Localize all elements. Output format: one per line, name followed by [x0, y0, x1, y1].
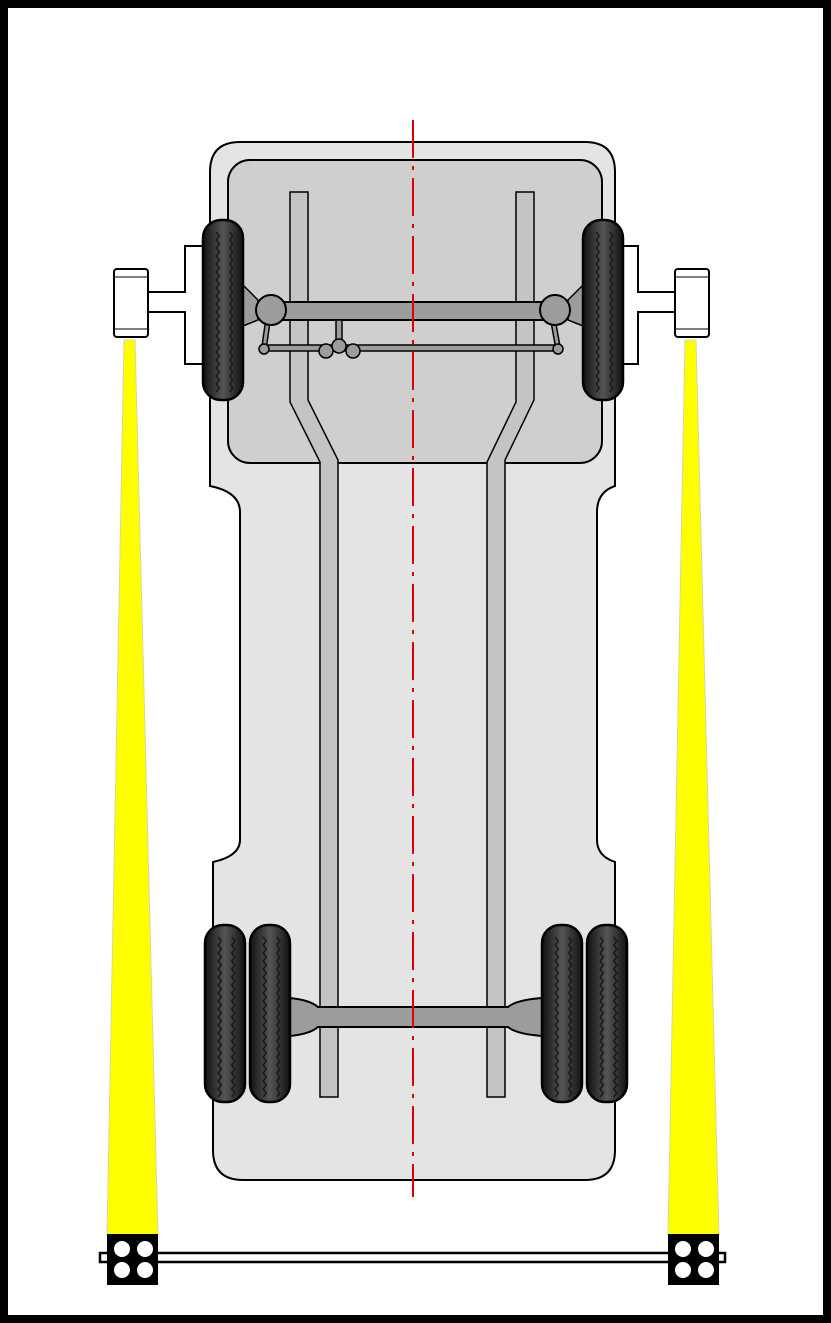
- right-target: [668, 1234, 719, 1285]
- front-right-tire: [581, 218, 625, 402]
- left-frame-rail: [289, 191, 339, 1098]
- tie-rod-joint: [552, 343, 564, 355]
- right-frame-rail: [486, 191, 535, 1098]
- rear-left-outer-tire: [203, 923, 247, 1104]
- target-bar: [98, 1251, 727, 1264]
- tie-rod: [263, 344, 561, 352]
- left-target: [107, 1234, 158, 1285]
- right-laser-head: [623, 245, 710, 365]
- right-kingpin: [539, 294, 571, 326]
- idler-joint: [345, 343, 361, 359]
- rear-left-inner-tire: [248, 923, 292, 1104]
- idler-joint: [331, 338, 347, 354]
- left-laser-head: [113, 245, 203, 365]
- rear-right-outer-tire: [585, 923, 629, 1104]
- front-left-tire: [201, 218, 245, 402]
- rear-right-inner-tire: [540, 923, 584, 1104]
- idler-joint: [318, 343, 334, 359]
- tie-rod-joint: [258, 343, 270, 355]
- left-kingpin: [255, 294, 287, 326]
